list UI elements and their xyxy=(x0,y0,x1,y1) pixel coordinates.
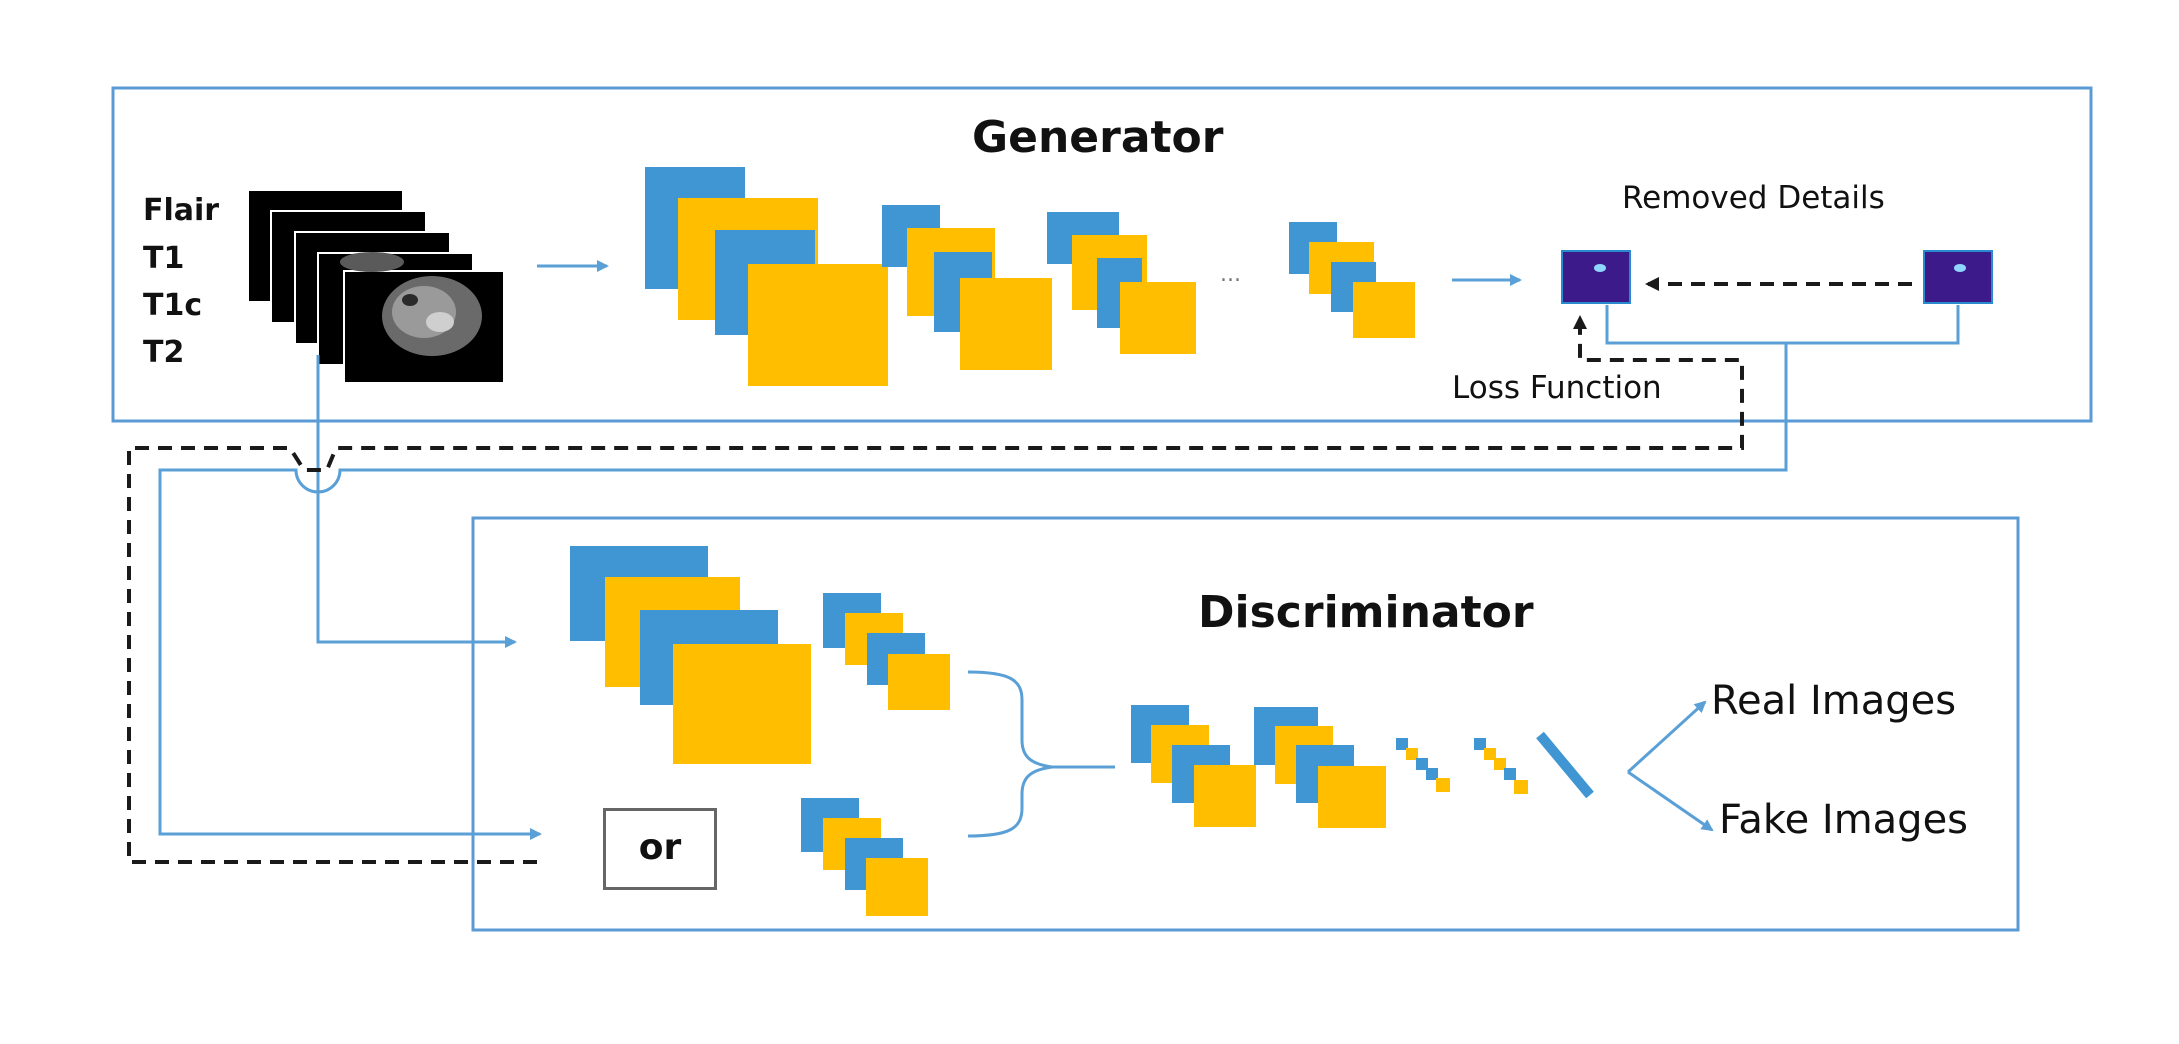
fake-images-label: Fake Images xyxy=(1719,797,1969,843)
real-images-label: Real Images xyxy=(1711,678,1957,724)
generator-title: Generator xyxy=(972,112,1224,163)
modality-label: T1c xyxy=(143,288,203,323)
line-to-discriminator-or xyxy=(158,343,1788,840)
line-from-patches xyxy=(1605,305,1960,345)
layer-yellow xyxy=(1120,282,1196,354)
layer-yellow xyxy=(960,278,1052,370)
ellipsis-label: ... xyxy=(1220,262,1241,287)
generated-output xyxy=(1561,250,1631,304)
generator-layers xyxy=(645,167,1415,386)
output-branch xyxy=(1626,700,1707,774)
mri-input-stack xyxy=(247,189,505,384)
layer-yellow xyxy=(888,654,950,710)
ground-truth-output xyxy=(1923,250,1993,304)
discriminator-layers xyxy=(570,546,1594,916)
modality-label: Flair xyxy=(143,193,220,228)
modality-label: T1 xyxy=(143,241,185,276)
loss-function-label: Loss Function xyxy=(1452,370,1662,406)
output-branch xyxy=(1627,770,1714,832)
discriminator-title: Discriminator xyxy=(1198,587,1534,638)
modality-label: T2 xyxy=(143,335,185,370)
layer-yellow xyxy=(673,644,811,764)
layer-yellow xyxy=(748,264,888,386)
layer-yellow xyxy=(866,858,928,916)
or-box: or xyxy=(603,808,717,890)
removed-details-label: Removed Details xyxy=(1622,180,1885,216)
dashed-loss-loop xyxy=(127,315,1744,864)
line-input-to-discriminator xyxy=(316,355,517,648)
layer-yellow xyxy=(1353,282,1415,338)
layer-yellow xyxy=(1318,766,1386,828)
layer-yellow xyxy=(1194,765,1256,827)
